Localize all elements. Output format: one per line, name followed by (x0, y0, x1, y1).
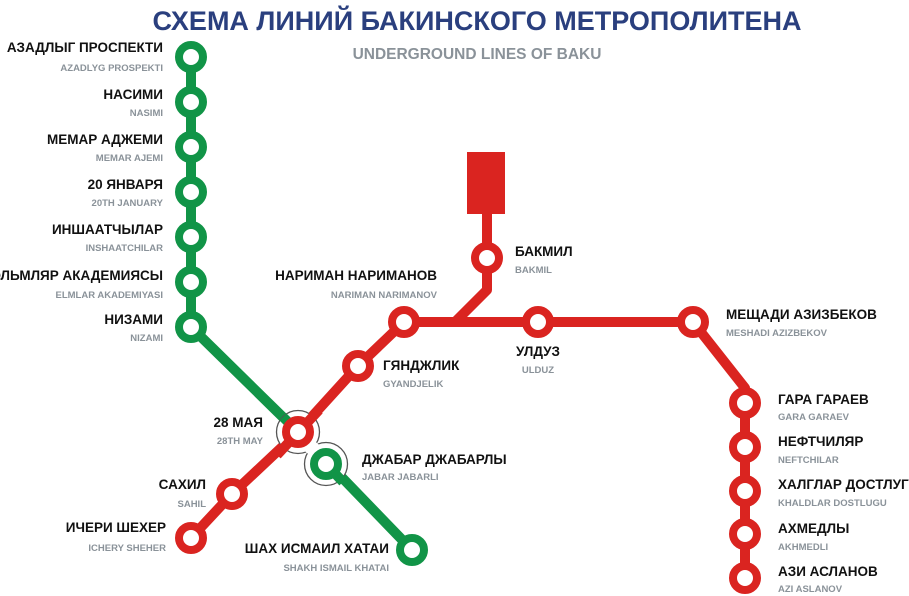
station-label: МЕЩАДИ АЗИЗБЕКОВ (726, 307, 877, 322)
station-shah-ismail-marker[interactable] (396, 534, 428, 566)
station-label-latin: JABAR JABARLI (362, 472, 439, 483)
station-label-latin: MESHADI AZIZBEKOV (726, 328, 828, 339)
map-title: СХЕМА ЛИНИЙ БАКИНСКОГО МЕТРОПОЛИТЕНА (152, 5, 801, 36)
station-label: ДЖАБАР ДЖАБАРЛЫ (362, 452, 507, 467)
station-label-latin: ICHERY SHEHER (88, 543, 166, 554)
station-label-latin: INSHAATCHILAR (86, 243, 164, 254)
station-nizami-marker[interactable] (175, 311, 207, 343)
station-label: ГЯНДЖЛИК (383, 358, 460, 373)
station-label: МЕМАР АДЖЕМИ (47, 132, 163, 147)
station-label: ШАХ ИСМАИЛ ХАТАИ (245, 541, 389, 556)
station-label-latin: AZADLYG PROSPEKTI (60, 63, 163, 74)
station-label: БАКМИЛ (515, 244, 573, 259)
station-neftchilar-marker[interactable] (729, 431, 761, 463)
station-label-latin: AKHMEDLI (778, 542, 828, 553)
station-label: АЗАДЛЫГ ПРОСПЕКТИ (7, 40, 163, 55)
station-label: АЗИ АСЛАНОВ (778, 564, 878, 579)
station-label: ЭЛЬМЛЯР АКАДЕМИЯСЫ (0, 268, 163, 283)
station-20-january-marker[interactable] (175, 176, 207, 208)
station-label-latin: NEFTCHILAR (778, 455, 839, 466)
station-label: САХИЛ (159, 477, 206, 492)
station-azi-aslanov-marker[interactable] (729, 562, 761, 594)
red-labels: 28 МАЯ 28TH MAY САХИЛ SAHIL ИЧЕРИ ШЕХЕР … (66, 244, 909, 595)
station-label: ГАРА ГАРАЕВ (778, 392, 869, 407)
station-azadlyg-marker[interactable] (175, 41, 207, 73)
station-label-latin: GARA GARAEV (778, 412, 850, 423)
station-label: 28 МАЯ (214, 415, 263, 430)
map-subtitle: UNDERGROUND LINES OF BAKU (353, 46, 602, 63)
station-memar-ajemi-marker[interactable] (175, 131, 207, 163)
station-label-latin: NIZAMI (130, 333, 163, 344)
station-28-may-marker[interactable] (282, 416, 314, 448)
station-icheri-sheher-marker[interactable] (175, 522, 207, 554)
station-elmlar-marker[interactable] (175, 266, 207, 298)
station-khalglar-marker[interactable] (729, 475, 761, 507)
station-jabar-marker[interactable] (310, 448, 342, 480)
station-inshaatchilar-marker[interactable] (175, 221, 207, 253)
station-nariman-marker[interactable] (388, 306, 420, 338)
station-label-latin: 20TH JANUARY (92, 198, 164, 209)
station-label-latin: SAHIL (178, 499, 207, 510)
station-label: АХМЕДЛЫ (778, 521, 849, 536)
station-label: ИНШААТЧЫЛАР (52, 222, 163, 237)
station-label: НЕФТЧИЛЯР (778, 434, 863, 449)
station-gyandjelik-marker[interactable] (342, 350, 374, 382)
station-meshadi-marker[interactable] (677, 306, 709, 338)
station-label: НАРИМАН НАРИМАНОВ (275, 268, 437, 283)
station-label: УЛДУЗ (516, 344, 560, 359)
station-bakmil-marker[interactable] (471, 242, 503, 274)
red-line (186, 205, 750, 583)
station-label-latin: GYANDJELIK (383, 379, 443, 390)
station-label-latin: KHALDLAR DOSTLUGU (778, 498, 887, 509)
station-label-latin: MEMAR AJEMI (96, 153, 163, 164)
station-nasimi-marker[interactable] (175, 86, 207, 118)
green-labels: АЗАДЛЫГ ПРОСПЕКТИ AZADLYG PROSPEKTI НАСИ… (0, 40, 507, 574)
station-label-latin: NARIMAN NARIMANOV (331, 290, 438, 301)
station-label: НИЗАМИ (104, 312, 163, 327)
station-label: НАСИМИ (103, 87, 163, 102)
station-label: 20 ЯНВАРЯ (88, 177, 163, 192)
station-gara-garaev-marker[interactable] (729, 387, 761, 419)
station-label: ИЧЕРИ ШЕХЕР (66, 520, 166, 535)
station-ulduz-marker[interactable] (522, 306, 554, 338)
station-label-latin: NASIMI (130, 108, 163, 119)
station-label-latin: ULDUZ (522, 365, 554, 376)
station-label: ХАЛГЛАР ДОСТЛУГУ (778, 477, 909, 492)
green-stations (175, 41, 428, 566)
station-label-latin: BAKMIL (515, 265, 552, 276)
station-sahil-marker[interactable] (216, 478, 248, 510)
station-akhmedli-marker[interactable] (729, 518, 761, 550)
bakmil-depot (467, 152, 505, 214)
red-stations (175, 242, 761, 594)
station-label-latin: ELMLAR AKADEMIYASI (56, 290, 164, 301)
station-label-latin: AZI ASLANOV (778, 584, 843, 595)
station-label-latin: SHAKH ISMAIL KHATAI (283, 563, 389, 574)
station-label-latin: 28TH MAY (217, 436, 264, 447)
